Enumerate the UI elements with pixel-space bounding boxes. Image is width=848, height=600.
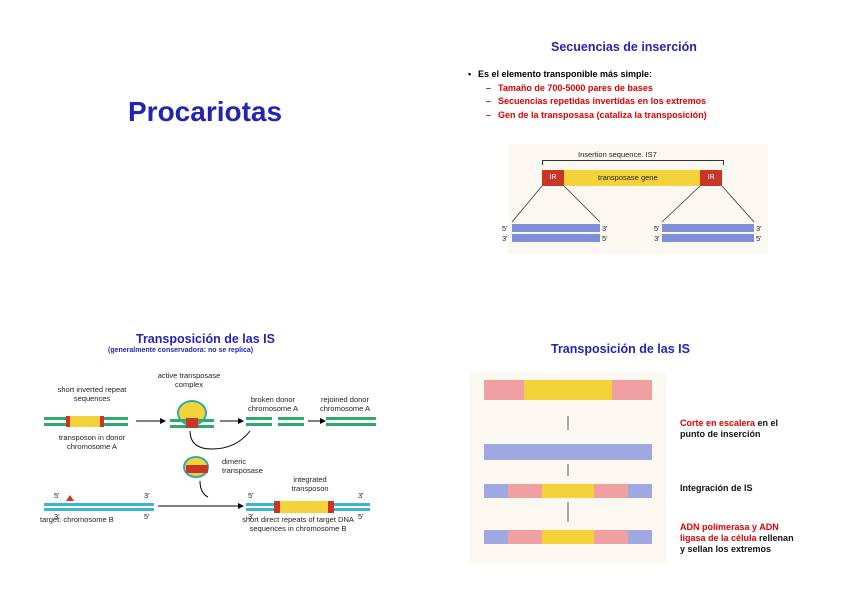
step1-rest: en el punto de inserción [680,418,779,439]
label-3-b: 3' [54,512,60,521]
label-complex: active transposase complex [157,371,221,389]
is-caption: Insertion sequence. IS7 [578,150,657,159]
step3-red: ADN polimerasa y ADN ligasa de la célula [680,522,779,543]
step3-rest: rellenan y sellan los extremos [680,533,794,554]
bullet-sub-3: Gen de la transposasa (cataliza la trans… [486,109,707,123]
label-3-a: 3' [144,491,150,500]
label-5-b: 5' [144,512,150,521]
label-5-c: 5' [248,491,254,500]
label-short-inverted: short inverted repeat sequences [57,385,127,403]
slide4-title: Transposición de las IS [551,342,690,356]
is-figure: Insertion sequence. IS7 IR IR transposas… [502,144,768,254]
label-5-a: 5' [54,491,60,500]
label-dimeric: dimeric transposase [222,457,263,475]
is-gene-bar [542,170,722,186]
label-3-c: 3' [358,491,364,500]
seq-right-top [662,224,754,232]
label-target: target: chromosome B [40,515,114,524]
end-5-a: 5' [502,224,508,233]
step2-text: Integración de IS [680,483,753,493]
slide1-title: Procariotas [128,96,283,127]
is-gene-label: transposase gene [598,173,658,182]
label-rejoined: rejoined donor chromosome A [319,395,371,413]
label-integrated: integrated transposon [291,475,329,493]
step1-red: Corte en escalera [680,418,756,428]
end-3-b: 3' [502,234,508,243]
label-broken: broken donor chromosome A [247,395,299,413]
step1-text: Corte en escalera en el punto de inserci… [680,418,800,440]
end-5-c: 5' [654,224,660,233]
label-donor: transposon in donor chromosome A [58,433,126,451]
step3-text: ADN polimerasa y ADN ligasa de la célula… [680,522,800,555]
bullet-sub-2: Secuencias repetidas invertidas en los e… [486,95,707,109]
is-lines [511,185,755,223]
slide3-subtitle: (generalmente conservadora: no se replic… [108,347,254,354]
slide3-title: Transposición de las IS [136,332,275,346]
is-ir-right: IR [700,170,722,186]
end-3-d: 3' [654,234,660,243]
transposition-figure: active transposase complex short inverte… [40,365,380,545]
seq-left-top [512,224,600,232]
label-5-d: 5' [358,512,364,521]
seq-left-bottom [512,234,600,242]
is-ir-left: IR [542,170,564,186]
label-short-direct: short direct repeats of target DNA seque… [242,515,354,533]
end-5-d: 5' [756,234,762,243]
integration-diagram [484,380,652,544]
seq-right-bottom [662,234,754,242]
transposition-diagram [44,400,376,513]
slide2-title: Secuencias de inserción [551,40,697,54]
end-5-b: 5' [602,234,608,243]
label-3-d: 3' [248,512,254,521]
slide2-bullets: Es el elemento transponible más simple: … [468,68,707,123]
integration-figure [470,372,666,564]
bullet-main: Es el elemento transponible más simple: [468,68,707,82]
end-3-c: 3' [756,224,762,233]
end-3-a: 3' [602,224,608,233]
bullet-sub-1: Tamaño de 700-5000 pares de bases [486,82,707,96]
is-bracket [542,160,724,165]
